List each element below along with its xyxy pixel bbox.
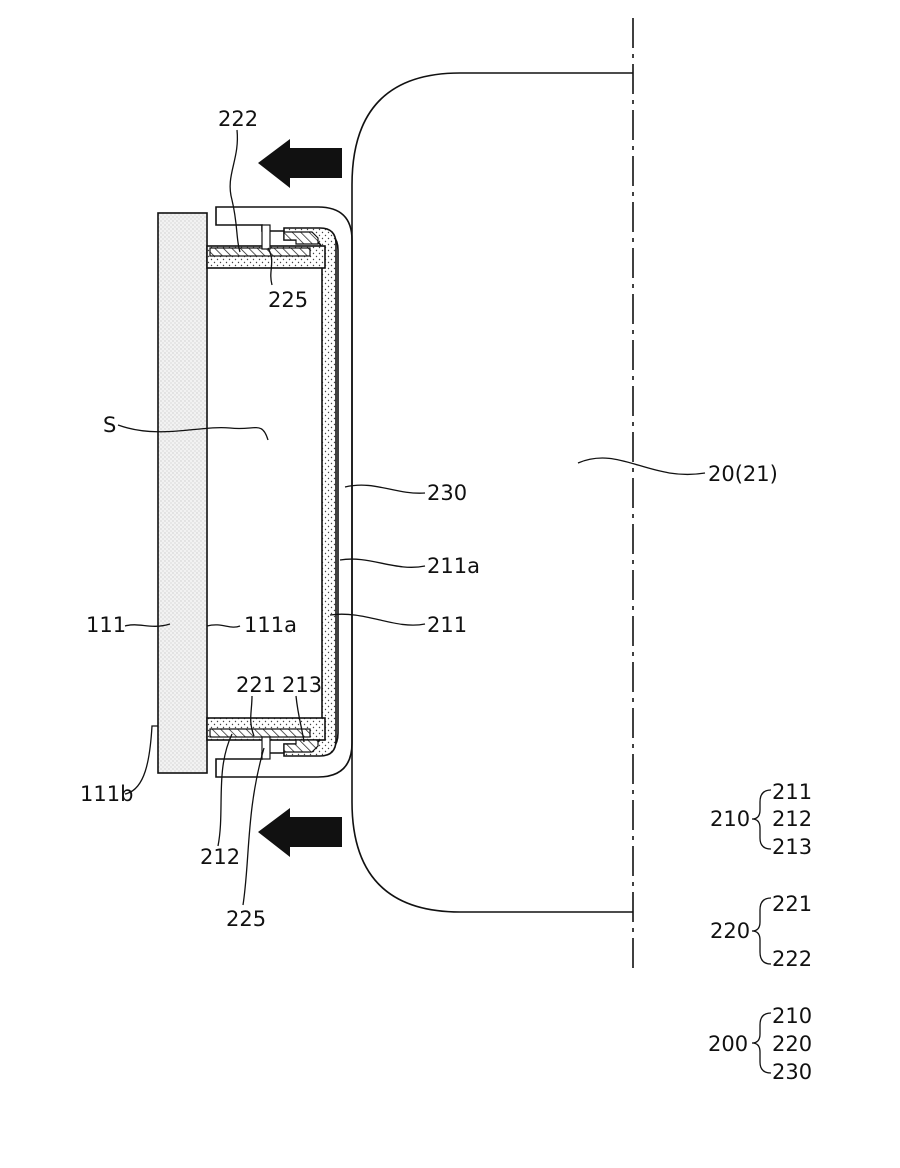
brace-icon [751,897,772,965]
label-211a: 211a [427,554,480,578]
leader-111a [206,624,241,628]
leader-225-top [267,247,273,286]
leader-222 [229,129,241,253]
legend-item: 213 [772,835,812,859]
cell-body-outline [351,72,633,913]
label-221: 221 [236,673,276,697]
bottom-hatched-221 [209,728,311,738]
legend-item: 210 [772,1004,812,1028]
label-111: 111 [86,613,126,637]
label-20-21: 20(21) [708,462,778,486]
bottom-hook-213 [283,739,319,753]
label-225-top: 225 [268,288,308,312]
legend-item: 221 [772,892,812,916]
label-222: 222 [218,107,258,131]
label-225-bottom: 225 [226,907,266,931]
arrow-left-top [258,139,342,188]
leader-225-bottom [242,747,265,906]
legend-item: 211 [772,780,812,804]
leader-213 [295,695,305,743]
label-211: 211 [427,613,467,637]
legend-220: 220 221 222 [710,892,812,971]
label-213: 213 [282,673,322,697]
leader-221 [250,695,255,737]
legend-item: 230 [772,1060,812,1084]
label-111b: 111b [80,782,133,806]
brace-icon [751,789,772,850]
leader-111b [124,725,158,795]
label-111a: 111a [244,613,297,637]
arrow-left-bottom [258,808,342,857]
leader-211a [339,558,426,568]
leader-s [117,424,269,441]
leader-230 [344,484,426,494]
top-post-225 [261,224,271,250]
leader-211 [329,613,426,626]
top-hatched-222 [209,247,311,257]
legend-item: 222 [772,947,812,971]
plate-111 [157,212,208,774]
leader-20 [577,457,706,475]
legend-key: 200 [708,1032,748,1056]
legend-item: 220 [772,1032,812,1056]
legend-210: 210 211 212 213 [710,780,812,859]
legend-key: 210 [710,807,750,831]
leader-212 [217,733,233,847]
label-230: 230 [427,481,467,505]
legend-key: 220 [710,919,750,943]
legend-200: 200 210 220 230 [708,1004,812,1084]
brace-icon [751,1012,772,1074]
top-hook-213 [283,231,319,245]
leader-111 [124,623,171,627]
label-s: S [103,413,116,437]
label-212: 212 [200,845,240,869]
bottom-post-225 [261,736,271,760]
legend-item: 212 [772,807,812,831]
